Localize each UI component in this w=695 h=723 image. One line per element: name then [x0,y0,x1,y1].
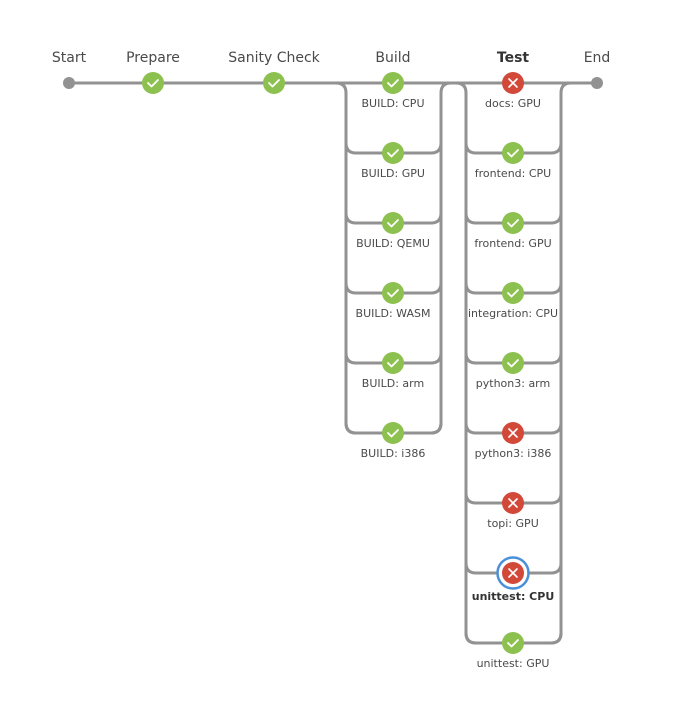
test-branch-label[interactable]: docs: GPU [485,97,541,110]
check-icon [387,219,399,228]
check-icon [507,639,519,648]
success-status-circle [502,212,524,234]
stage-title-build[interactable]: Build [375,50,411,66]
stage-title-prepare[interactable]: Prepare [126,50,180,66]
cross-icon [508,428,518,438]
test-branch-label[interactable]: python3: arm [475,377,551,390]
test-branch-label[interactable]: integration: CPU [468,307,558,320]
build-branch-node[interactable] [382,422,404,444]
check-icon [268,79,280,88]
check-icon [507,219,519,228]
test-branch-label[interactable]: frontend: CPU [474,167,552,180]
cross-icon [508,78,518,88]
stage-title-start: Start [51,50,87,66]
start-node [63,77,75,89]
success-status-circle [142,72,164,94]
check-icon [387,289,399,298]
success-status-circle [382,422,404,444]
stage-title-sanity-check[interactable]: Sanity Check [228,50,320,66]
end-node [591,77,603,89]
build-branch-node[interactable] [382,72,404,94]
test-branch-label[interactable]: topi: GPU [487,517,539,530]
test-branch-node[interactable] [502,212,524,234]
build-branch-node[interactable] [382,212,404,234]
test-branch-node[interactable] [502,422,524,444]
success-status-circle [502,632,524,654]
stage-title-end: End [583,50,611,66]
success-status-circle [502,282,524,304]
success-status-circle [382,212,404,234]
stage-title-test[interactable]: Test [496,50,530,66]
test-branch-node[interactable] [502,352,524,374]
cross-icon [508,568,518,578]
success-status-circle [263,72,285,94]
test-branch-label[interactable]: frontend: GPU [474,237,552,250]
check-icon [387,149,399,158]
test-branch-node[interactable] [502,72,524,94]
prepare-node[interactable] [142,72,164,94]
test-branch-node[interactable] [496,556,530,590]
test-branch-node[interactable] [502,492,524,514]
test-branch-node[interactable] [502,142,524,164]
success-status-circle [382,352,404,374]
test-branch-node[interactable] [502,632,524,654]
success-status-circle [382,282,404,304]
build-branch-label[interactable]: BUILD: QEMU [356,237,430,250]
cross-icon [508,498,518,508]
check-icon [507,149,519,158]
success-status-circle [382,72,404,94]
build-branch-label[interactable]: BUILD: CPU [361,97,425,110]
sanity-check-node[interactable] [263,72,285,94]
check-icon [387,79,399,88]
test-branch-label[interactable]: unittest: GPU [476,657,550,670]
success-status-circle [382,142,404,164]
test-branch-label[interactable]: unittest: CPU [471,590,555,603]
check-icon [387,359,399,368]
success-status-circle [502,352,524,374]
build-branch-label[interactable]: BUILD: WASM [355,307,431,320]
success-status-circle [502,142,524,164]
build-branch-label[interactable]: BUILD: i386 [360,447,426,460]
test-branch-node[interactable] [502,282,524,304]
build-branch-node[interactable] [382,282,404,304]
build-branch-node[interactable] [382,352,404,374]
build-branch-node[interactable] [382,142,404,164]
build-branch-label[interactable]: BUILD: GPU [361,167,425,180]
check-icon [507,359,519,368]
check-icon [147,79,159,88]
check-icon [387,429,399,438]
check-icon [507,289,519,298]
build-branch-label[interactable]: BUILD: arm [361,377,425,390]
test-branch-label[interactable]: python3: i386 [474,447,552,460]
